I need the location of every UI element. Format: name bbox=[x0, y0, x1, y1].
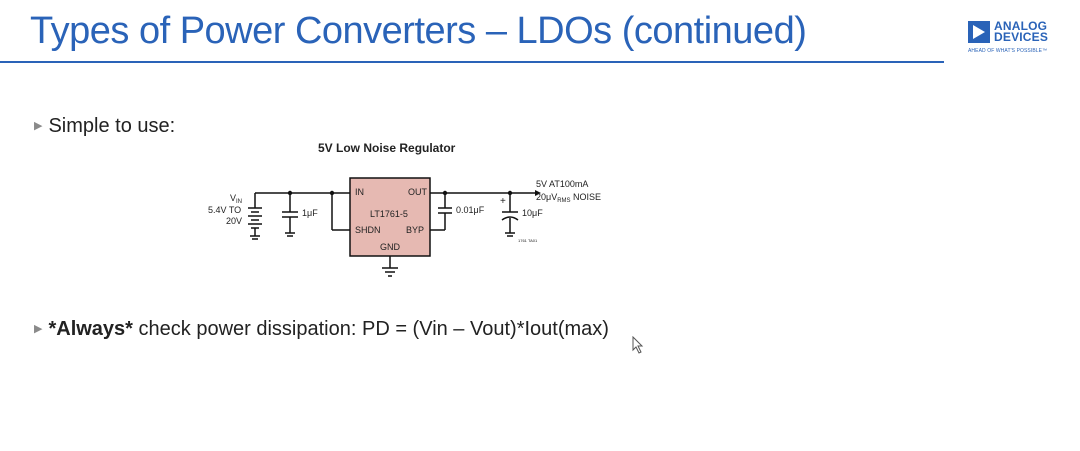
bullet-text: check power dissipation: PD = (Vin – Vou… bbox=[132, 318, 609, 340]
noise-word: NOISE bbox=[571, 192, 602, 202]
pin-shdn-label: SHDN bbox=[355, 225, 381, 235]
cap-out-label: 10μF bbox=[522, 208, 543, 218]
logo-tagline: AHEAD OF WHAT'S POSSIBLE™ bbox=[968, 48, 1048, 54]
logo-triangle-icon bbox=[968, 21, 990, 43]
output-label-1: 5V AT100mA bbox=[536, 179, 588, 189]
logo-line-1: ANALOG bbox=[994, 19, 1048, 33]
vin-main: V bbox=[230, 193, 236, 203]
vin-sub: IN bbox=[236, 199, 242, 205]
bullet-simple-to-use: ▶ Simple to use: bbox=[34, 115, 175, 138]
slide-title: Types of Power Converters – LDOs (contin… bbox=[30, 10, 807, 52]
cap-in-label: 1μF bbox=[302, 208, 318, 218]
output-label-2: 20μVRMS NOISE bbox=[536, 192, 601, 204]
bullet-arrow-icon: ▶ bbox=[34, 323, 43, 335]
cap-byp-label: 0.01μF bbox=[456, 205, 485, 215]
analog-devices-logo: ANALOG DEVICES AHEAD OF WHAT'S POSSIBLE™ bbox=[968, 20, 1068, 60]
pin-out-label: OUT bbox=[408, 187, 428, 197]
vin-range-1: 5.4V TO bbox=[208, 205, 241, 215]
vin-range-2: 20V bbox=[226, 216, 242, 226]
pin-in-label: IN bbox=[355, 187, 364, 197]
vin-label: VIN bbox=[230, 193, 242, 205]
figure-id: 1761 TA01 bbox=[518, 238, 538, 243]
pin-gnd-label: GND bbox=[380, 242, 401, 252]
title-rule bbox=[0, 61, 944, 63]
bullet-emphasis: *Always* bbox=[48, 318, 133, 340]
pin-byp-label: BYP bbox=[406, 225, 424, 235]
cap-plus-label: + bbox=[500, 196, 506, 207]
bullet-arrow-icon: ▶ bbox=[34, 120, 43, 132]
noise-value: 20μV bbox=[536, 192, 557, 202]
bullet-text: Simple to use: bbox=[48, 115, 176, 137]
mouse-cursor-icon bbox=[632, 336, 644, 354]
circuit-title: 5V Low Noise Regulator bbox=[318, 141, 456, 155]
noise-sub: RMS bbox=[557, 198, 570, 204]
ic-body bbox=[349, 177, 431, 257]
ldo-circuit-diagram: 5V Low Noise Regulator bbox=[208, 141, 601, 277]
logo-line-2: DEVICES bbox=[994, 30, 1049, 44]
ic-name: LT1761-5 bbox=[370, 209, 408, 219]
bullet-power-dissipation: ▶ *Always* check power dissipation: PD = … bbox=[34, 318, 609, 341]
